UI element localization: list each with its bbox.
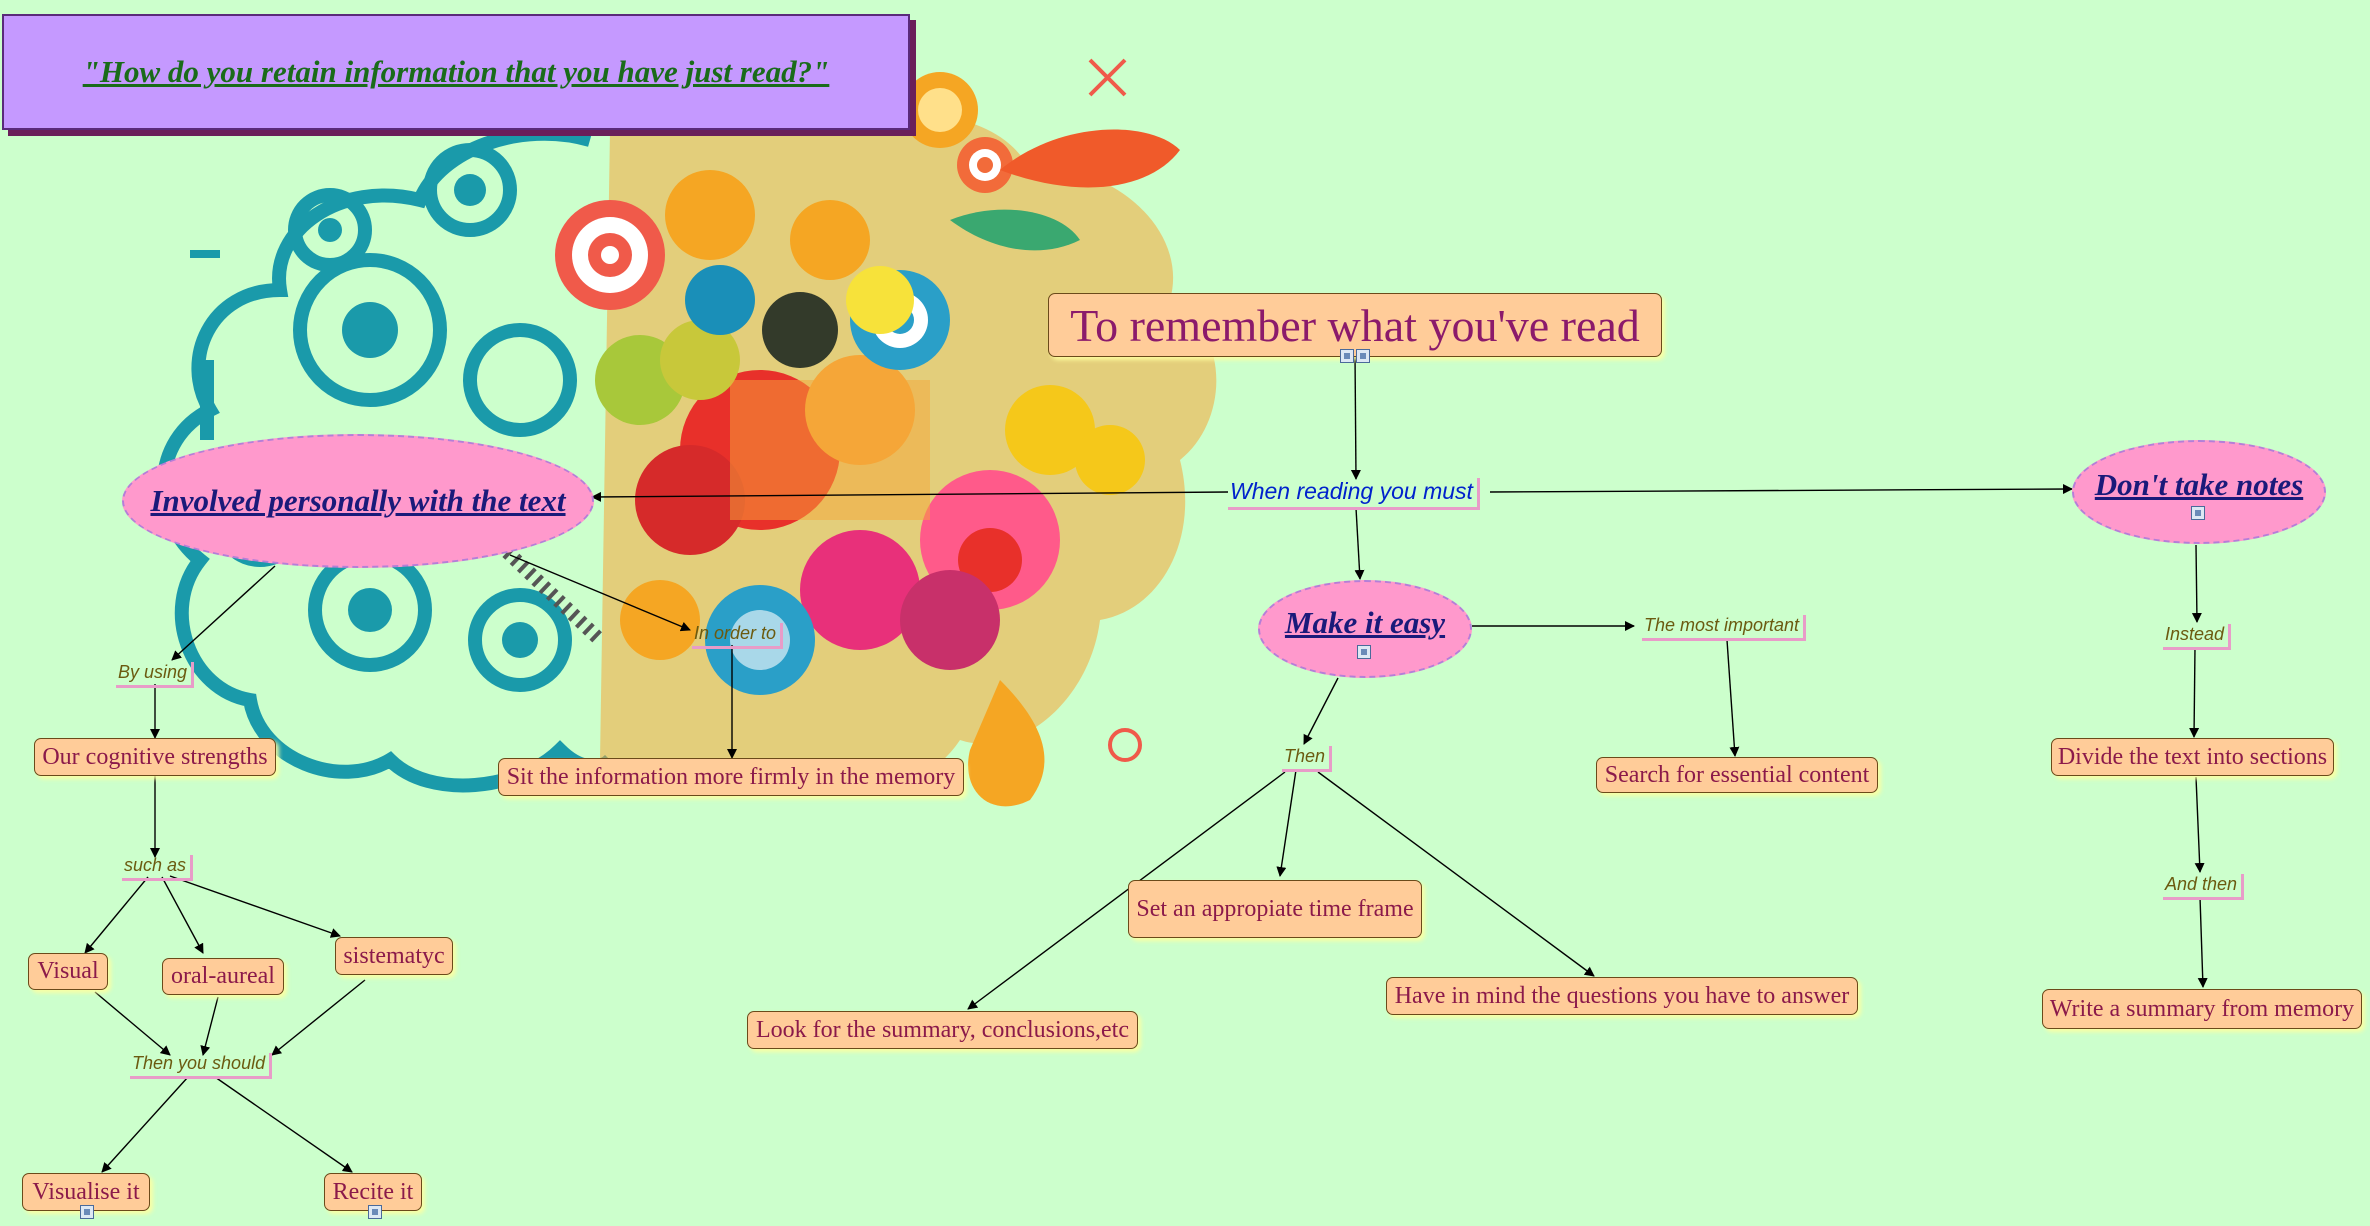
concept-essential-content[interactable]: Search for essential content <box>1596 757 1878 793</box>
ellipse-involved-personally[interactable]: Involved personally with the text <box>122 434 594 568</box>
phrase-and-then: And then <box>2163 874 2244 900</box>
ellipse-dont-take-notes[interactable]: Don't take notes <box>2072 440 2326 544</box>
phrase-most-important: The most important <box>1642 615 1806 641</box>
concept-label: oral-aureal <box>171 963 275 990</box>
image-attachment-icon[interactable] <box>2191 506 2205 520</box>
concept-sistematyc[interactable]: sistematyc <box>335 937 453 975</box>
phrase-when-reading: When reading you must <box>1228 478 1480 510</box>
phrase-then-you-should: Then you should <box>130 1053 272 1079</box>
question-title-box: "How do you retain information that you … <box>2 14 910 130</box>
question-title: "How do you retain information that you … <box>83 54 830 90</box>
concept-questions[interactable]: Have in mind the questions you have to a… <box>1386 977 1858 1015</box>
phrase-then: Then <box>1282 746 1332 772</box>
phrase-by-using: By using <box>116 662 194 688</box>
image-attachment-icon[interactable] <box>80 1205 94 1219</box>
ellipse-make-easy-label: Make it easy <box>1285 605 1445 641</box>
concept-label: sistematyc <box>343 943 444 970</box>
ellipse-involved-label: Involved personally with the text <box>150 483 565 519</box>
concept-sit-information[interactable]: Sit the information more firmly in the m… <box>498 758 964 796</box>
concept-visual[interactable]: Visual <box>28 953 108 990</box>
image-attachment-icon[interactable] <box>368 1205 382 1219</box>
concept-oral-aureal[interactable]: oral-aureal <box>162 958 284 995</box>
concept-time-frame[interactable]: Set an appropiate time frame <box>1128 880 1422 938</box>
concept-label: Look for the summary, conclusions,etc <box>756 1017 1129 1044</box>
phrase-instead: Instead <box>2163 624 2231 650</box>
document-attachment-icon[interactable] <box>1356 349 1370 363</box>
concept-look-summary[interactable]: Look for the summary, conclusions,etc <box>747 1011 1138 1049</box>
concept-label: Visualise it <box>32 1179 139 1206</box>
concept-label: Visual <box>37 958 98 985</box>
concept-label: Search for essential content <box>1605 762 1870 789</box>
concept-label: Our cognitive strengths <box>42 744 267 771</box>
concept-divide-sections[interactable]: Divide the text into sections <box>2051 738 2334 776</box>
main-concept-label: To remember what you've read <box>1070 299 1640 352</box>
concept-label: Sit the information more firmly in the m… <box>507 764 956 791</box>
concept-label: Have in mind the questions you have to a… <box>1395 983 1850 1010</box>
concept-cognitive-strengths[interactable]: Our cognitive strengths <box>34 738 276 776</box>
concept-label: Set an appropiate time frame <box>1136 896 1413 923</box>
concept-label: Divide the text into sections <box>2058 744 2327 771</box>
main-concept-node[interactable]: To remember what you've read <box>1048 293 1662 357</box>
document-attachment-icon[interactable] <box>1357 645 1371 659</box>
concept-label: Recite it <box>333 1179 414 1206</box>
concept-label: Write a summary from memory <box>2050 996 2354 1023</box>
concept-write-summary[interactable]: Write a summary from memory <box>2042 989 2362 1029</box>
colorful-brain-half <box>500 60 1216 806</box>
phrase-such-as: such as <box>122 855 193 881</box>
phrase-in-order-to: In order to <box>692 623 783 649</box>
ellipse-make-it-easy[interactable]: Make it easy <box>1258 580 1472 678</box>
image-attachment-icon[interactable] <box>1340 349 1354 363</box>
ellipse-dont-notes-label: Don't take notes <box>2095 467 2303 503</box>
